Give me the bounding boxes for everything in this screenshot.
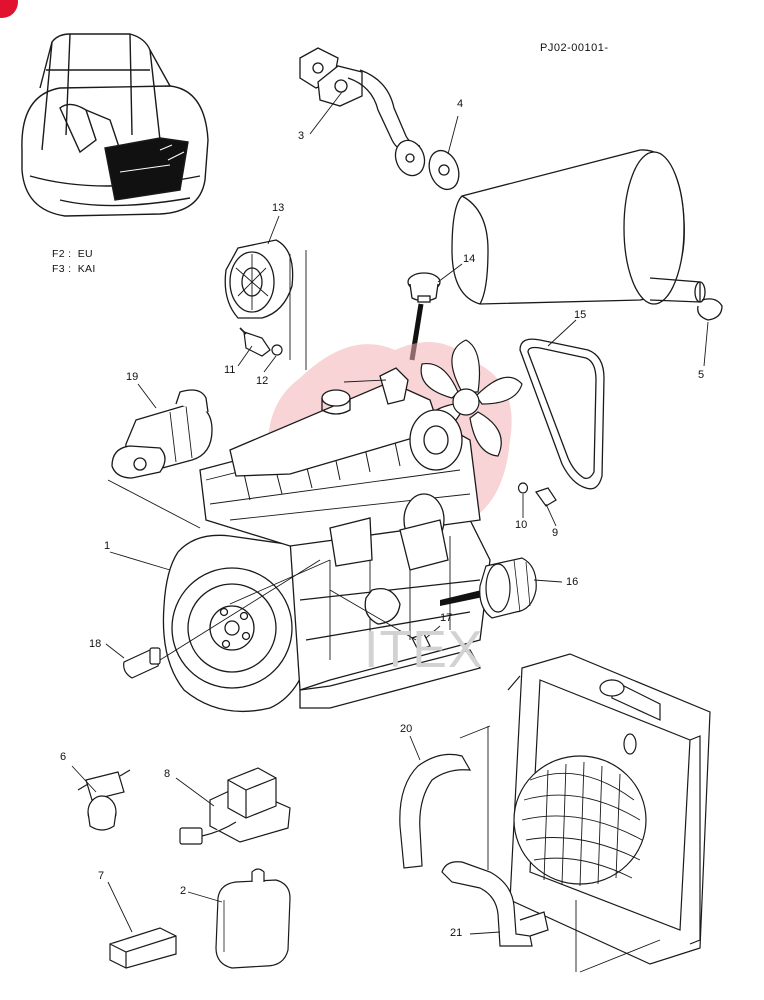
radiator-illustration — [507, 653, 711, 965]
glow-relay-illustration — [179, 767, 291, 845]
control-box-illustration — [109, 927, 177, 969]
callout-7: 7 — [98, 870, 105, 882]
corner-mark — [0, 0, 18, 18]
callout-12: 12 — [256, 375, 269, 387]
watermark-text: ITEX — [364, 621, 484, 679]
callout-17: 17 — [440, 612, 453, 624]
callout-14: 14 — [463, 253, 476, 265]
callout-3: 3 — [298, 130, 305, 142]
fuel-filter-illustration — [77, 769, 131, 831]
v-belt-illustration — [519, 338, 605, 490]
variant-row: F3 : KAI — [52, 263, 96, 275]
variant-separator: : — [64, 263, 78, 275]
callout-8: 8 — [164, 768, 171, 780]
leader-lines — [71, 91, 709, 973]
callout-6: 6 — [60, 751, 67, 763]
thermostat-illustration — [407, 272, 441, 361]
callout-4: 4 — [457, 98, 464, 110]
hose-illustration — [399, 753, 549, 947]
callout-16: 16 — [566, 576, 579, 588]
document-id: PJ02-00101- — [540, 42, 609, 54]
reserve-tank-illustration — [215, 868, 291, 969]
variant-separator: : — [64, 248, 78, 260]
variant-code: F3 — [52, 263, 65, 275]
callout-11: 11 — [224, 364, 236, 376]
alternator-illustration — [224, 239, 294, 319]
variant-region: EU — [77, 248, 93, 260]
machine-thumbnail — [21, 33, 209, 217]
callout-13: 13 — [272, 202, 285, 214]
callout-5: 5 — [698, 369, 705, 381]
callout-20: 20 — [400, 723, 413, 735]
callout-10: 10 — [515, 519, 528, 531]
callout-15: 15 — [574, 309, 587, 321]
variant-code: F2 — [52, 248, 65, 260]
starter-motor-illustration — [111, 389, 213, 479]
callout-2: 2 — [180, 885, 187, 897]
callout-19: 19 — [126, 371, 139, 383]
variant-row: F2 : EU — [52, 248, 93, 260]
callout-18: 18 — [89, 638, 102, 650]
engine-illustration — [162, 339, 523, 713]
exhaust-group — [299, 47, 723, 321]
callout-21: 21 — [450, 927, 463, 939]
callout-9: 9 — [552, 527, 559, 539]
callout-1: 1 — [104, 540, 111, 552]
variant-region: KAI — [77, 263, 96, 275]
small-sensors — [123, 327, 557, 679]
